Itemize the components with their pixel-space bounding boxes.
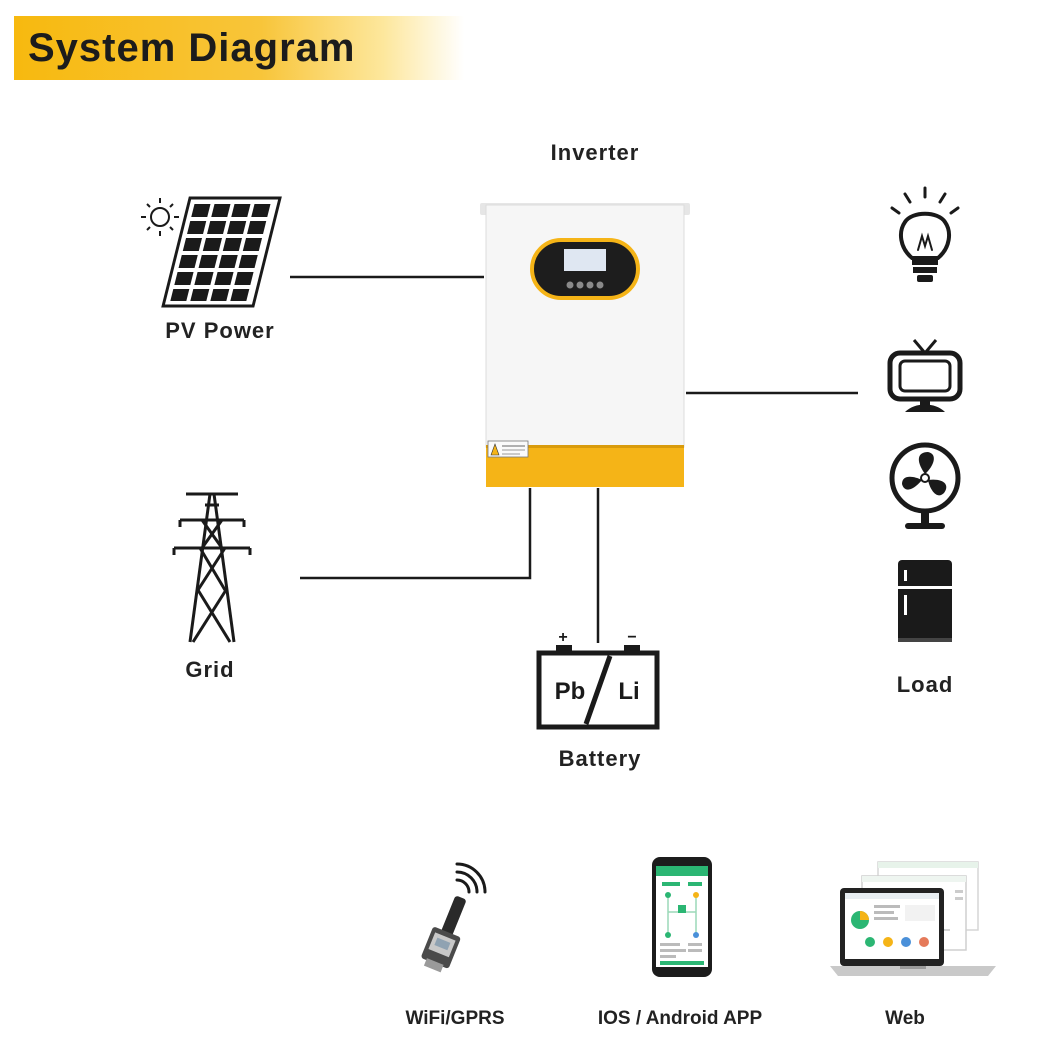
power-tower-icon (172, 492, 252, 643)
load-label: Load (896, 672, 954, 697)
wifi-dongle-icon (421, 862, 487, 973)
page-title: System Diagram (28, 26, 356, 70)
inverter-label: Inverter (550, 140, 640, 165)
tv-icon (887, 339, 963, 412)
web-label: Web (885, 1008, 925, 1029)
connection-lines (290, 275, 858, 643)
battery-label: Battery (558, 746, 642, 771)
battery-plus: + (558, 629, 567, 646)
battery-pb-text: Pb (555, 678, 586, 705)
wifi-gprs-label: WiFi/GPRS (405, 1008, 505, 1029)
lcd-screen (564, 249, 606, 271)
grid-line (300, 488, 532, 580)
fan-icon (889, 442, 961, 529)
grid-label: Grid (185, 657, 235, 682)
pv-power-label: PV Power (165, 318, 275, 343)
battery-li-text: Li (618, 678, 639, 705)
web-dashboard-icon (830, 861, 996, 976)
inverter-unit[interactable] (480, 203, 690, 487)
title-banner (14, 16, 464, 80)
phone-app-icon (652, 857, 712, 977)
fridge-icon (898, 560, 952, 642)
solar-panel-icon (141, 196, 282, 308)
light-bulb-icon (890, 186, 960, 282)
app-label: IOS / Android APP (597, 1008, 763, 1029)
battery-icon: + − Pb Li (536, 629, 660, 730)
battery-minus: − (627, 629, 636, 646)
sun-icon (141, 198, 179, 236)
